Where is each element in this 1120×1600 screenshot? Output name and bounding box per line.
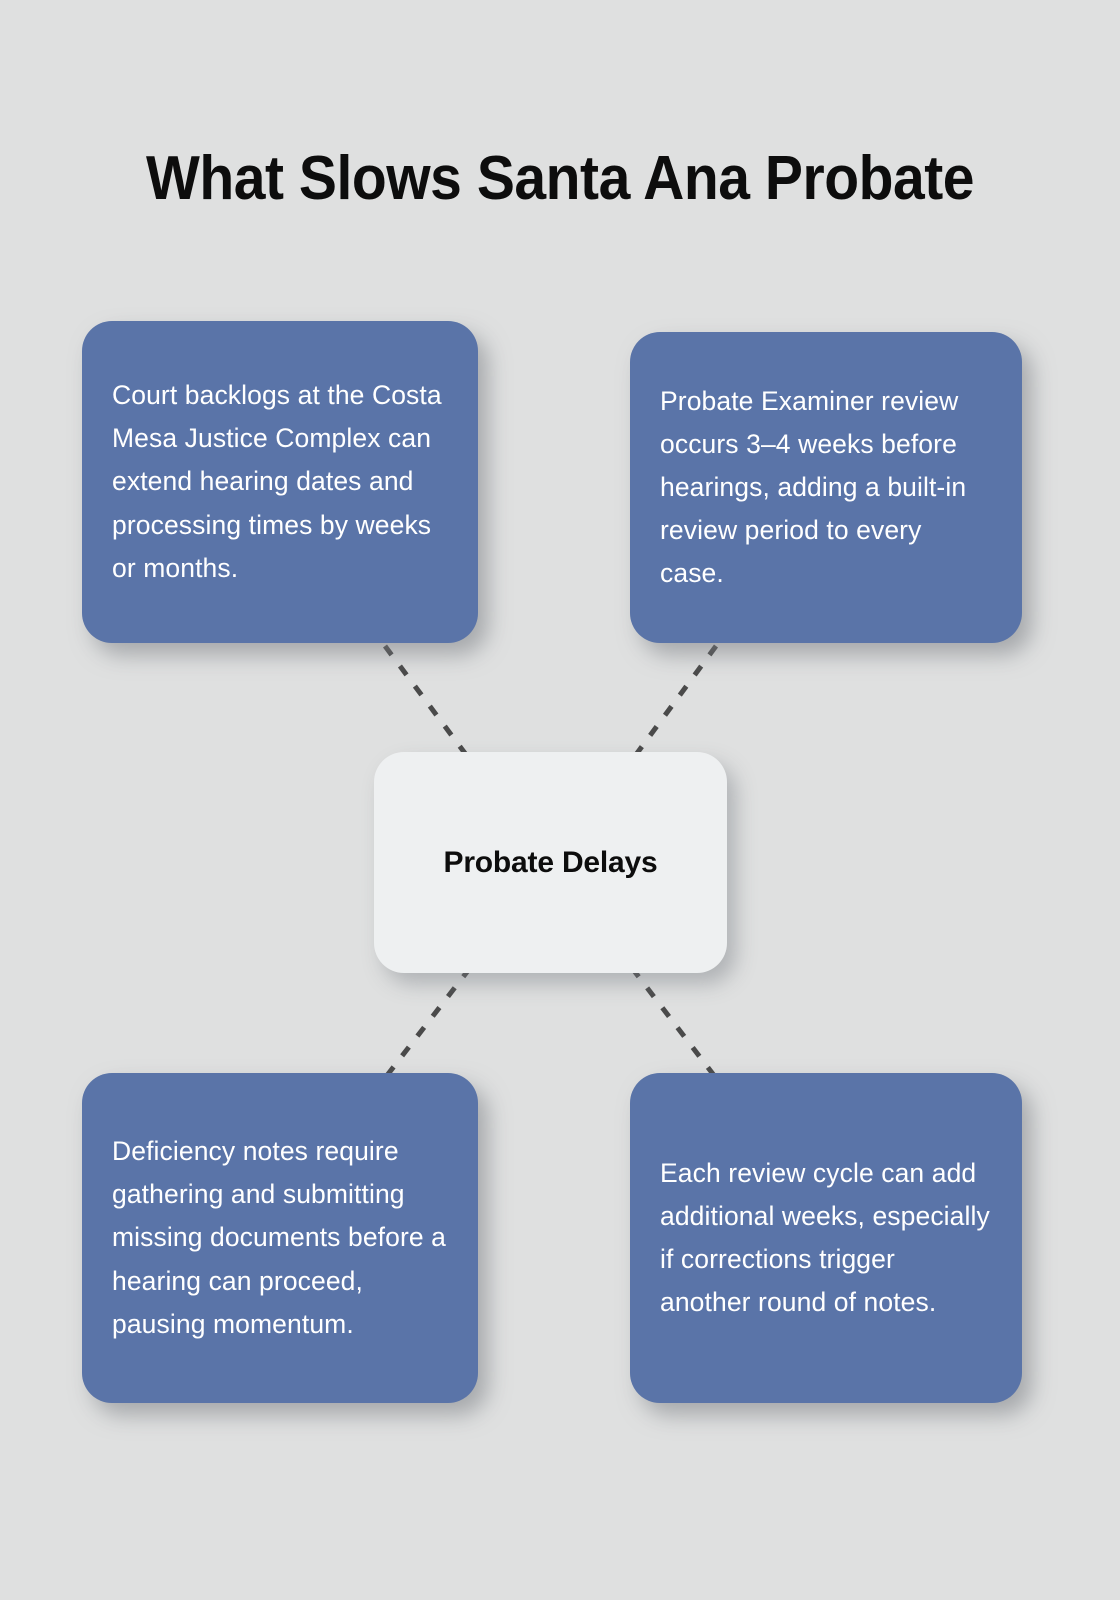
connector-top-left (382, 644, 473, 762)
branch-node-top-left-text: Court backlogs at the Costa Mesa Justice… (112, 380, 442, 583)
branch-node-bottom-right-text: Each review cycle can add additional wee… (660, 1157, 990, 1318)
branch-node-top-right[interactable]: Probate Examiner review occurs 3–4 weeks… (630, 332, 1022, 643)
connector-top-right (629, 644, 719, 762)
branch-node-top-left[interactable]: Court backlogs at the Costa Mesa Justice… (82, 321, 478, 643)
center-node[interactable]: Probate Delays (374, 752, 727, 973)
branch-node-bottom-right[interactable]: Each review cycle can add additional wee… (630, 1073, 1022, 1403)
page-title: What Slows Santa Ana Probate (145, 143, 975, 213)
connector-bottom-right (630, 966, 718, 1080)
branch-node-top-right-text: Probate Examiner review occurs 3–4 weeks… (660, 385, 967, 589)
branch-node-bottom-left-text: Deficiency notes require gathering and s… (112, 1136, 447, 1339)
branch-node-bottom-left[interactable]: Deficiency notes require gathering and s… (82, 1073, 478, 1403)
connector-bottom-left (383, 966, 472, 1080)
center-node-label: Probate Delays (443, 845, 658, 879)
